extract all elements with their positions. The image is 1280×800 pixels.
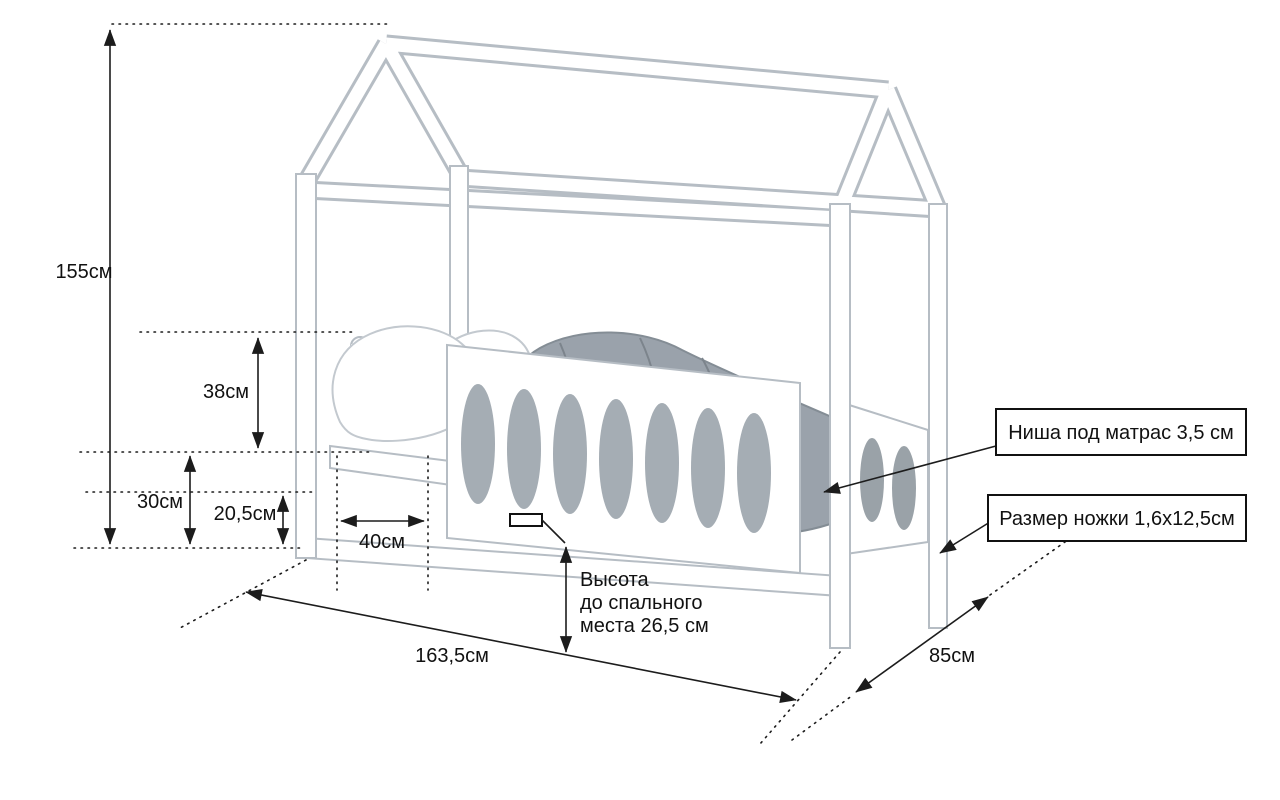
dimension-base-height: 30см: [137, 455, 197, 545]
dimension-rail-height: 38см: [203, 337, 265, 449]
bed-post-front-right: [829, 203, 851, 649]
sleep-height-label-line3: места 26,5 см: [580, 615, 709, 637]
bed-illustration: [295, 34, 948, 649]
dimension-total-height: 155см: [55, 29, 117, 545]
sleep-height-label-line2: до спального: [580, 592, 703, 614]
bed-post-front-left: [295, 173, 317, 559]
dimension-bed-length: 163,5см: [245, 589, 797, 703]
callout-box-leg-size: [987, 494, 1247, 542]
callout-box-mattress-niche: [995, 408, 1247, 456]
house-frame-fill: [300, 37, 944, 225]
bed-post-back-right: [928, 203, 948, 629]
mattress: [329, 444, 459, 488]
dimension-sleep-height: Высота до спального места 26,5 см: [509, 513, 709, 653]
dim-label-bed-depth: 85см: [929, 645, 975, 667]
dim-label-head-section: 40см: [359, 531, 405, 553]
callout-mattress-niche: Ниша под матрас 3,5 см: [823, 408, 1247, 494]
footboard-cutout: [892, 446, 916, 530]
dimension-clearance: 20,5см: [214, 495, 290, 545]
callout-label-leg-size: Размер ножки 1,6х12,5см: [999, 508, 1235, 530]
dim-label-rail-height: 38см: [203, 381, 249, 403]
dimension-annotations: 155см 38см 30см 20,5см 40см 163,5см: [55, 23, 1247, 745]
callout-label-mattress-niche: Ниша под матрас 3,5 см: [1008, 422, 1234, 444]
dimension-bed-depth: 85см: [855, 596, 989, 693]
bed-post-back-left: [449, 165, 469, 345]
sleep-level-marker: [509, 513, 543, 527]
dim-label-bed-length: 163,5см: [415, 645, 489, 667]
extension-lines: [73, 23, 1073, 745]
footboard-cutout: [860, 438, 884, 522]
sleep-height-label-line1: Высота: [580, 569, 650, 591]
dimension-head-section: 40см: [340, 514, 425, 553]
dim-label-total-height: 155см: [55, 261, 112, 283]
safety-rail-cutouts: [461, 384, 771, 533]
callout-leg-size: Размер ножки 1,6х12,5см: [939, 494, 1247, 554]
dim-label-base-height: 30см: [137, 491, 183, 513]
dim-label-clearance: 20,5см: [214, 503, 277, 525]
